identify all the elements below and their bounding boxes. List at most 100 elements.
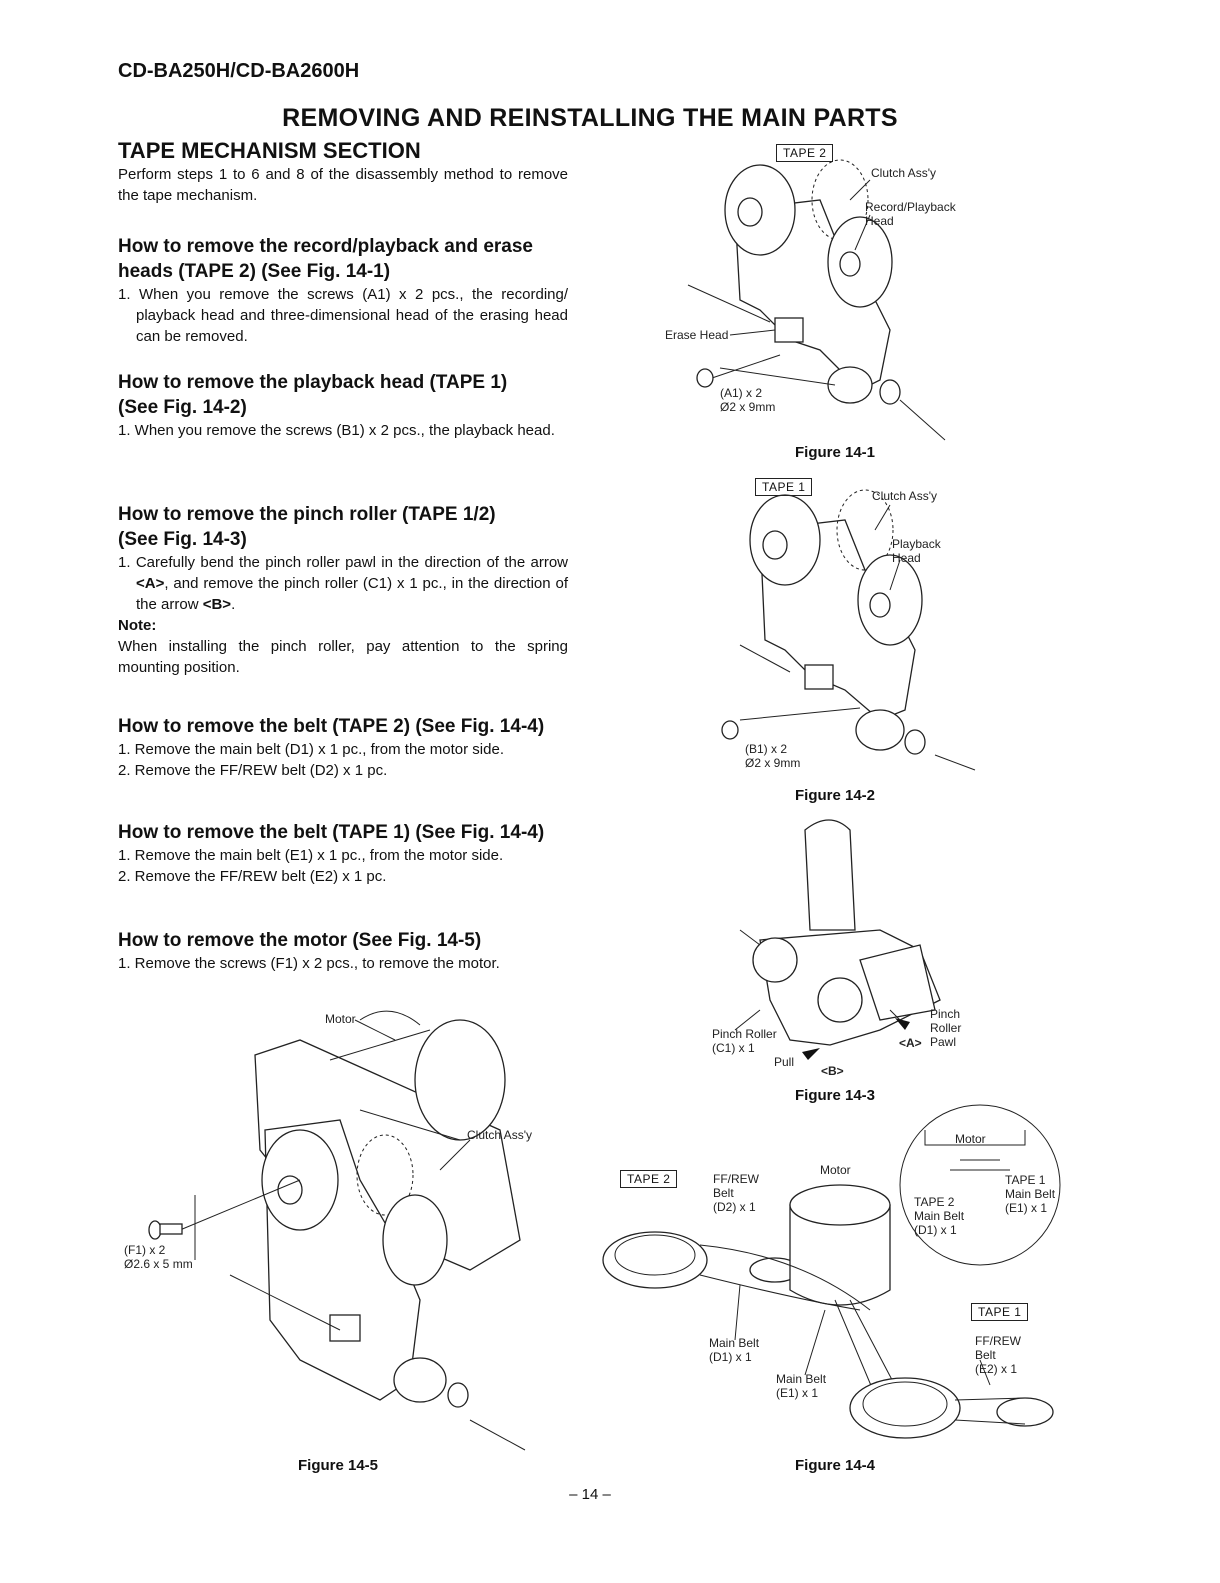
procedure-5: How to remove the belt (TAPE 1) (See Fig… bbox=[118, 820, 568, 887]
note-label: Note: bbox=[118, 617, 157, 634]
procedure-1: How to remove the record/playback and er… bbox=[118, 234, 568, 347]
fig3-arrow-a-label: <A> bbox=[899, 1036, 922, 1050]
procedure-heading: How to remove the pinch roller (TAPE 1/2… bbox=[118, 504, 496, 525]
label-line: Ø2 x 9mm bbox=[720, 400, 776, 414]
procedure-step: 2. Remove the FF/REW belt (D2) x 1 pc. bbox=[118, 762, 388, 779]
fig2-clutch-label: Clutch Ass'y bbox=[872, 489, 937, 503]
label-line: (B1) x 2 bbox=[745, 742, 788, 756]
fig2-tape-label: TAPE 1 bbox=[755, 478, 813, 496]
procedure-heading: How to remove the motor (See Fig. 14-5) bbox=[118, 930, 482, 951]
step-text: , and remove the pinch roller (C1) x 1 p… bbox=[136, 575, 568, 613]
label-line: (E1) x 1 bbox=[776, 1386, 819, 1400]
figure-14-2-caption: Figure 14-2 bbox=[795, 787, 876, 804]
procedure-step: 1. Remove the main belt (D1) x 1 pc., fr… bbox=[118, 741, 504, 758]
label-line: TAPE 1 bbox=[1005, 1173, 1046, 1187]
label-line: Ø2.6 x 5 mm bbox=[124, 1257, 193, 1271]
label-line: (D1) x 1 bbox=[914, 1223, 957, 1237]
procedure-step: 1. Carefully bend the pinch roller pawl … bbox=[118, 552, 568, 615]
label-line: TAPE 2 bbox=[914, 1195, 955, 1209]
figure-14-1-drawing bbox=[687, 159, 946, 441]
label-line: Ø2 x 9mm bbox=[745, 756, 801, 770]
label-line: Belt bbox=[975, 1348, 996, 1362]
procedure-step: 2. Remove the FF/REW belt (E2) x 1 pc. bbox=[118, 868, 387, 885]
procedure-4: How to remove the belt (TAPE 2) (See Fig… bbox=[118, 714, 568, 781]
procedure-2: How to remove the playback head (TAPE 1)… bbox=[118, 370, 568, 441]
procedure-6: How to remove the motor (See Fig. 14-5) … bbox=[118, 928, 568, 974]
label-line: Main Belt bbox=[776, 1372, 827, 1386]
section-title: TAPE MECHANISM SECTION bbox=[118, 138, 421, 163]
fig1-tape-label: TAPE 2 bbox=[776, 144, 834, 162]
fig4-main-d-label: Main Belt(D1) x 1 bbox=[709, 1336, 759, 1364]
fig5-clutch-label: Clutch Ass'y bbox=[467, 1128, 532, 1142]
fig4-tape2-label: TAPE 2 bbox=[620, 1170, 678, 1188]
label-line: Main Belt bbox=[1005, 1187, 1056, 1201]
procedure-step: 1. When you remove the screws (B1) x 2 p… bbox=[118, 422, 555, 439]
figure-14-3-drawing bbox=[734, 819, 941, 1060]
fig5-motor-label: Motor bbox=[325, 1012, 356, 1026]
procedure-heading: (See Fig. 14-2) bbox=[118, 397, 247, 418]
procedure-3: How to remove the pinch roller (TAPE 1/2… bbox=[118, 502, 568, 678]
step-text: 1. Carefully bend the pinch roller pawl … bbox=[118, 554, 568, 571]
fig3-roller-label: Pinch Roller(C1) x 1 bbox=[712, 1027, 777, 1055]
label-line: (D2) x 1 bbox=[713, 1200, 756, 1214]
model-number: CD-BA250H/CD-BA2600H bbox=[118, 60, 360, 82]
fig1-clutch-label: Clutch Ass'y bbox=[871, 166, 936, 180]
procedure-heading: (See Fig. 14-3) bbox=[118, 529, 247, 550]
label-line: (C1) x 1 bbox=[712, 1041, 755, 1055]
fig3-arrow-b-label: <B> bbox=[821, 1064, 844, 1078]
procedure-step: 1. When you remove the screws (A1) x 2 p… bbox=[118, 286, 568, 345]
fig4-tape1-label: TAPE 1 bbox=[971, 1303, 1029, 1321]
label-line: (E2) x 1 bbox=[975, 1362, 1018, 1376]
arrow-b-label: <B> bbox=[202, 596, 232, 613]
procedure-step: 1. Remove the screws (F1) x 2 pcs., to r… bbox=[118, 955, 500, 972]
label-line: Head bbox=[865, 214, 894, 228]
figure-14-2-drawing bbox=[721, 489, 976, 771]
label-line: (D1) x 1 bbox=[709, 1350, 752, 1364]
step-text: . bbox=[231, 596, 236, 613]
figure-14-3-caption: Figure 14-3 bbox=[795, 1087, 876, 1104]
label-line: Pinch bbox=[930, 1007, 961, 1021]
page-number: – 14 – bbox=[569, 1486, 611, 1503]
fig1-erase-label: Erase Head bbox=[665, 328, 729, 342]
fig4-main-e-label: Main Belt(E1) x 1 bbox=[776, 1372, 826, 1400]
label-line: Pinch Roller bbox=[712, 1027, 777, 1041]
procedure-heading: How to remove the record/playback and er… bbox=[118, 236, 533, 257]
procedure-heading: How to remove the belt (TAPE 2) (See Fig… bbox=[118, 716, 545, 737]
label-line: Playback bbox=[892, 537, 941, 551]
label-line: Belt bbox=[713, 1186, 734, 1200]
label-line: (E1) x 1 bbox=[1005, 1201, 1048, 1215]
label-line: Pawl bbox=[930, 1035, 957, 1049]
label-line: (F1) x 2 bbox=[124, 1243, 166, 1257]
procedure-heading: How to remove the belt (TAPE 1) (See Fig… bbox=[118, 822, 545, 843]
page-title: REMOVING AND REINSTALLING THE MAIN PARTS bbox=[282, 104, 898, 132]
procedure-step: 1. Remove the main belt (E1) x 1 pc., fr… bbox=[118, 847, 504, 864]
procedure-heading: heads (TAPE 2) (See Fig. 14-1) bbox=[118, 261, 391, 282]
label-line: Record/Playback bbox=[865, 200, 956, 214]
figure-14-5-caption: Figure 14-5 bbox=[298, 1457, 379, 1474]
label-line: Head bbox=[892, 551, 921, 565]
label-line: Roller bbox=[930, 1021, 962, 1035]
fig4-motor-label: Motor bbox=[820, 1163, 851, 1177]
figure-14-5-drawing bbox=[148, 1010, 526, 1451]
label-line: FF/REW bbox=[975, 1334, 1021, 1348]
fig3-pull-label: Pull bbox=[774, 1055, 795, 1069]
procedure-heading: How to remove the playback head (TAPE 1) bbox=[118, 372, 508, 393]
label-line: (A1) x 2 bbox=[720, 386, 763, 400]
label-line: Main Belt bbox=[709, 1336, 760, 1350]
arrow-a-label: <A> bbox=[136, 575, 165, 592]
figure-14-1-caption: Figure 14-1 bbox=[795, 444, 876, 461]
label-line: Main Belt bbox=[914, 1209, 965, 1223]
figure-14-4-caption: Figure 14-4 bbox=[795, 1457, 876, 1474]
label-line: FF/REW bbox=[713, 1172, 759, 1186]
